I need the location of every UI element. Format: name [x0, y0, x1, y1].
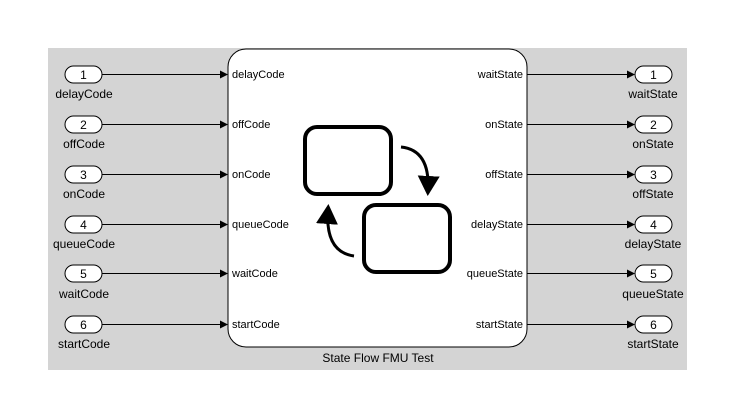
outport-number: 3: [650, 168, 657, 182]
block-output-label: onState: [485, 119, 523, 131]
block-output-label: startState: [476, 319, 523, 331]
outport-label: offState: [632, 187, 673, 201]
outport-label: delayState: [625, 237, 682, 251]
outport-1[interactable]: 1 waitState: [627, 65, 678, 101]
input-signal-lines: [102, 70, 228, 329]
output-signal-lines: [527, 70, 635, 329]
stateflow-chart-icon: [303, 125, 452, 274]
inport-label: delayCode: [55, 87, 113, 101]
outport-6[interactable]: 6 startState: [627, 315, 679, 351]
block-output-label: offState: [485, 169, 523, 181]
inport-number: 2: [80, 118, 87, 132]
inport-3[interactable]: 3 onCode: [63, 165, 105, 201]
outport-label: startState: [627, 337, 679, 351]
inport-number: 6: [80, 318, 87, 332]
outport-label: queueState: [622, 287, 684, 301]
inport-5[interactable]: 5 waitCode: [58, 264, 109, 301]
inport-number: 3: [80, 168, 87, 182]
outport-label: onState: [632, 137, 674, 151]
block-input-label: waitCode: [231, 268, 278, 280]
block-title: State Flow FMU Test: [322, 351, 434, 365]
block-input-label: startCode: [232, 319, 280, 331]
outport-number: 5: [650, 267, 657, 281]
block-output-label: waitState: [477, 69, 523, 81]
outport-number: 4: [650, 218, 657, 232]
inport-label: onCode: [63, 187, 105, 201]
block-output-label: queueState: [467, 268, 523, 280]
inport-6[interactable]: 6 startCode: [58, 315, 110, 351]
outport-number: 6: [650, 318, 657, 332]
inport-1[interactable]: 1 delayCode: [55, 65, 113, 101]
inport-2[interactable]: 2 offCode: [63, 115, 105, 151]
outport-number: 1: [650, 68, 657, 82]
block-input-label: offCode: [232, 119, 270, 131]
block-output-label: delayState: [471, 219, 523, 231]
inport-number: 1: [80, 68, 87, 82]
outport-number: 2: [650, 118, 657, 132]
inport-number: 4: [80, 218, 87, 232]
outport-3[interactable]: 3 offState: [632, 165, 674, 201]
outport-5[interactable]: 5 queueState: [622, 264, 684, 301]
outport-4[interactable]: 4 delayState: [625, 215, 682, 251]
inport-label: queueCode: [53, 237, 115, 251]
inport-4[interactable]: 4 queueCode: [53, 215, 115, 251]
inport-label: waitCode: [58, 287, 109, 301]
inport-label: startCode: [58, 337, 110, 351]
stateflow-fmu-block[interactable]: [227, 48, 528, 348]
block-input-label: queueCode: [232, 219, 289, 231]
block-input-label: onCode: [232, 169, 271, 181]
outport-label: waitState: [627, 87, 678, 101]
inport-label: offCode: [63, 137, 105, 151]
outport-2[interactable]: 2 onState: [632, 115, 674, 151]
inport-number: 5: [80, 267, 87, 281]
block-input-label: delayCode: [232, 69, 285, 81]
